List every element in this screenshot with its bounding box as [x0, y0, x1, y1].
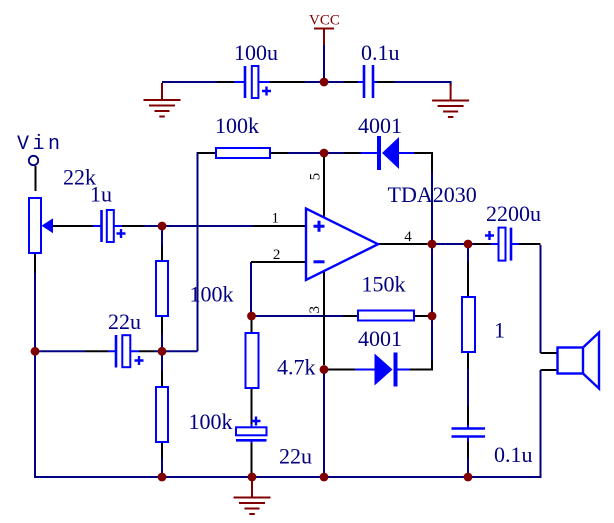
svg-text:100u: 100u	[234, 40, 278, 65]
svg-text:4001: 4001	[358, 113, 402, 138]
svg-text:1: 1	[271, 211, 279, 227]
svg-text:1: 1	[494, 318, 505, 343]
svg-text:2200u: 2200u	[486, 201, 541, 226]
svg-text:4.7k: 4.7k	[277, 355, 316, 380]
svg-text:22u: 22u	[279, 444, 312, 469]
svg-text:1u: 1u	[90, 182, 112, 207]
svg-text:0.1u: 0.1u	[361, 40, 400, 65]
svg-text:4: 4	[404, 229, 412, 245]
svg-text:0.1u: 0.1u	[494, 442, 533, 467]
svg-text:VCC: VCC	[309, 13, 340, 29]
svg-text:5: 5	[307, 173, 323, 181]
svg-text:100k: 100k	[215, 113, 259, 138]
svg-text:2: 2	[273, 247, 281, 263]
svg-text:22u: 22u	[108, 309, 141, 334]
svg-text:100k: 100k	[190, 282, 234, 307]
svg-text:TDA2030: TDA2030	[388, 182, 477, 207]
svg-text:3: 3	[307, 306, 323, 314]
svg-text:4001: 4001	[358, 326, 402, 351]
svg-text:100k: 100k	[189, 409, 233, 434]
svg-text:Vin: Vin	[17, 133, 64, 156]
svg-text:22k: 22k	[63, 165, 96, 190]
svg-text:150k: 150k	[362, 272, 406, 297]
